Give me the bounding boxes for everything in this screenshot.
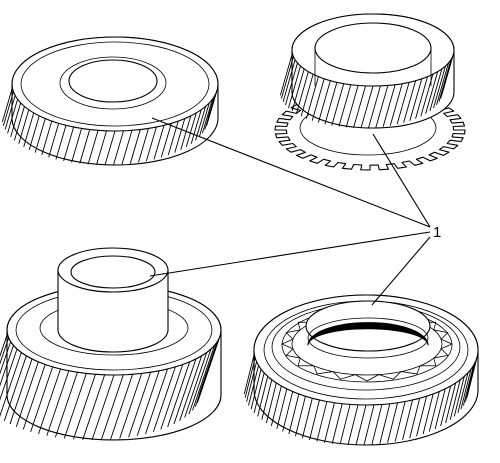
leader-line-top-right (372, 133, 431, 228)
callout-label: 1 (433, 224, 441, 241)
leader-lines (149, 117, 431, 306)
gear-top-right (274, 13, 466, 171)
gear-bottom-left (0, 247, 222, 441)
gear-top-left (1, 36, 219, 166)
gear-bottom-right (243, 294, 479, 446)
leader-line-bottom-right (371, 236, 431, 306)
leader-line-top-left (151, 117, 431, 228)
leader-line-bottom-left (149, 231, 431, 277)
